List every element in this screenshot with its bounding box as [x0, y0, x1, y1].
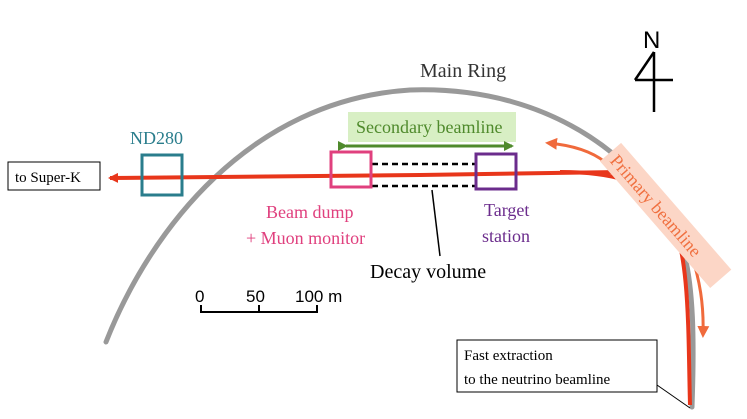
neutrino-beam-line	[108, 170, 621, 183]
target-station-label-line1: Target	[484, 200, 529, 220]
main-ring-label: Main Ring	[420, 60, 506, 82]
to-super-k-label: to Super-K	[15, 170, 81, 186]
scale-tick-0: 0	[195, 287, 204, 306]
secondary-beamline-label-bg	[348, 112, 516, 142]
fast-extraction-label-line2: to the neutrino beamline	[464, 372, 611, 388]
fast-extraction-box	[456, 339, 658, 393]
fast-extraction-label-line1: Fast extraction	[464, 348, 553, 364]
secondary-beamline-label: Secondary beamline	[356, 117, 502, 137]
beam-dump-box	[329, 150, 373, 189]
nd280-box	[140, 153, 184, 197]
primary-beamline-label-bg	[599, 142, 732, 289]
nd280-label: ND280	[130, 128, 183, 148]
primary-beamline-label: Primary beamline	[606, 151, 705, 261]
main-ring-arc	[103, 87, 696, 410]
beam-dump-label-line2: + Muon monitor	[246, 228, 365, 248]
north-arrow-icon	[633, 51, 673, 112]
target-station-box	[474, 152, 518, 191]
primary-beamline-label-group: Primary beamline	[599, 142, 732, 289]
scale-tick-100: 100 m	[295, 287, 342, 306]
target-station-label-line2: station	[482, 226, 530, 246]
decay-volume-pointer	[431, 189, 441, 257]
beam-dump-label-line1: Beam dump	[266, 202, 354, 222]
north-label: N	[643, 27, 660, 54]
fast-extraction-pointer	[656, 384, 691, 409]
scale-bar	[200, 305, 318, 313]
to-super-k-box	[7, 161, 101, 191]
primary-arrow-up	[545, 137, 606, 164]
scale-tick-50: 50	[246, 287, 265, 306]
decay-volume-label: Decay volume	[370, 261, 486, 283]
